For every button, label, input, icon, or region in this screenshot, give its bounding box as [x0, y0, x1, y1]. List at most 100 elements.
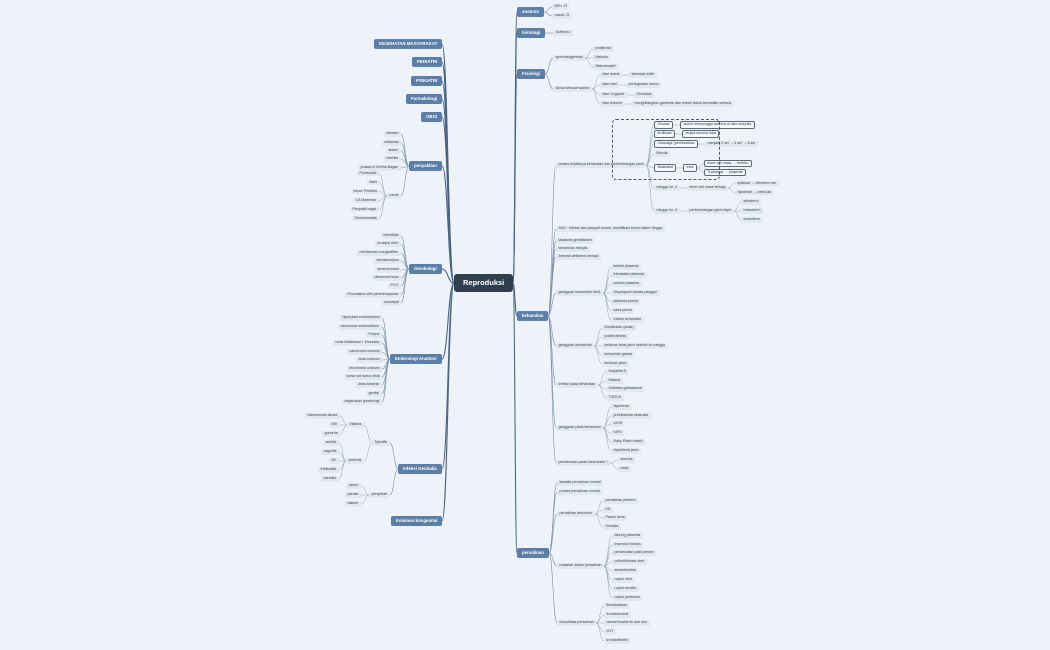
subtopic-abses[interactable]: abses — [386, 148, 401, 154]
subtopic-ruptur-perineum[interactable]: ruptur perineum — [612, 595, 643, 601]
main-topic-psikiatri[interactable]: PSIKIATRI — [411, 76, 443, 87]
subtopic-polimihidrasis-oteri[interactable]: polimihidrasis oteri — [612, 559, 647, 565]
subtopic-hipertiroid-janin[interactable]: Hipertiroid janin — [611, 448, 641, 454]
subtopic-endoderm[interactable]: endoderm — [741, 217, 763, 223]
subtopic-abortus[interactable]: abortus — [618, 457, 635, 463]
subtopic-kd[interactable]: KD — [603, 507, 613, 513]
subtopic-spermatogenesis[interactable]: spermatogenesis — [553, 55, 586, 61]
subtopic-biv[interactable]: BIV — [329, 422, 340, 428]
subtopic-parasit[interactable]: parasit — [345, 492, 361, 498]
subtopic-vasa-previa[interactable]: vasa previa — [611, 308, 635, 314]
subtopic-dismenorrhoea[interactable]: dismenorrhoea — [372, 275, 401, 281]
subtopic-hiperemis[interactable]: hiperemis — [611, 404, 632, 410]
subtopic-partus-lama[interactable]: Partus lama — [603, 515, 628, 521]
subtopic-hepatitis-b[interactable]: Hepatitis B — [606, 369, 629, 375]
main-topic-embriologi-anatomi[interactable]: Embriologi Anatomi — [390, 354, 442, 365]
subtopic-inflamasi[interactable]: inflamasi — [382, 140, 402, 146]
subtopic-infeksi-kehamilan[interactable]: Infeksi kehamilan — [611, 317, 644, 323]
subtopic-stimulasi-tubih[interactable]: stimulasi tubih — [629, 72, 657, 78]
subtopic-fertilisasi[interactable]: fertilisasi — [654, 130, 675, 138]
subtopic-proses-persalinan-normal[interactable]: proses persalinan normal — [557, 489, 603, 495]
subtopic-tasawnis-greokitasim[interactable]: tasawnis greokitasim — [556, 238, 595, 244]
subtopic-inea[interactable]: Inea — [683, 164, 697, 172]
subtopic-prolapsi-uteri[interactable]: prolapsi uteri — [375, 241, 401, 247]
subtopic-polyne[interactable]: Polyne — [366, 332, 382, 338]
subtopic-penolakina-skin-perimenopause[interactable]: Penolakina skin perimenopause — [345, 292, 401, 298]
subtopic-klinikalifis[interactable]: Klinikalifis — [318, 467, 339, 473]
subtopic-menjadi-2-sel-4-sel-8-sel[interactable]: menjadi 2 sel → 4 sel → 8 sel — [705, 141, 758, 147]
subtopic-solusio-plasenta[interactable]: solusio plasenta — [611, 281, 642, 287]
subtopic-inkoonensis-abuse[interactable]: Inkoonensis abuse — [305, 413, 340, 419]
subtopic-gonorhe[interactable]: gonorhe — [322, 431, 341, 437]
subtopic-minggu-ke-3[interactable]: minggu ke -3 — [654, 208, 680, 214]
main-topic-histologi[interactable]: histologi — [517, 28, 546, 39]
subtopic-infrakatan-plasenta[interactable]: Infrakatan plasenta — [611, 272, 647, 278]
subtopic-pendoxide[interactable]: Pendoxide — [357, 170, 379, 177]
subtopic-sindilis[interactable]: sindilis — [323, 440, 339, 446]
main-topic-obgi[interactable]: OBGI — [421, 112, 443, 123]
subtopic-fase-tedonur[interactable]: fase tedonur — [600, 101, 625, 107]
subtopic-tandala-persalinan-normal[interactable]: tandala persalinan normal — [557, 480, 604, 486]
subtopic-bakteri[interactable]: bakteri — [345, 501, 361, 507]
subtopic-kelahir-plasenta[interactable]: kelahir plasenta — [611, 264, 642, 270]
subtopic-fase-lutel[interactable]: fase lutel — [600, 82, 620, 88]
subtopic-konsepal[interactable]: konsepal — [382, 300, 402, 306]
subtopic-tumor-phobbla[interactable]: tumor Phobbla — [351, 188, 380, 195]
subtopic-tumor[interactable]: tumor — [387, 193, 402, 199]
subtopic-cleavage-pembelahan[interactable]: Cleavage (pembelahan — [654, 140, 699, 148]
subtopic-maturamatel[interactable]: Maturamatel — [593, 64, 618, 70]
subtopic-pco[interactable]: PCO — [388, 283, 401, 289]
subtopic-mola-hidatidosa-khoriokia[interactable]: mola hidatidosa + khoriokia — [333, 340, 382, 346]
subtopic-fase-ovglanik[interactable]: fase Ovglanik — [600, 92, 627, 98]
subtopic-bph[interactable]: BPH -Ő — [552, 4, 570, 10]
subtopic-pendarahan-pada-trisemester-i[interactable]: pendarahan pada trisemester I — [556, 460, 610, 466]
subtopic-masalah-dalam-persalinan[interactable]: masalah dalam persalinan — [557, 563, 604, 569]
subtopic-proses-terjadinya-kehamilan-dan-perkemba[interactable]: proses terjadinya kehamilan dan perkemba… — [556, 162, 647, 168]
subtopic-kista-ovarium[interactable]: kista ovarium — [356, 357, 383, 363]
subtopic-tromboflebitis[interactable]: tromboflebitis — [604, 638, 631, 644]
main-topic-kesehatan-masyarakat[interactable]: KESEHATAN MASYARAKAT — [374, 39, 443, 50]
subtopic-dvt[interactable]: DVT — [604, 629, 617, 635]
subtopic-hematocolpos[interactable]: hematocolpos — [374, 258, 402, 264]
subtopic-demam[interactable]: demam — [384, 131, 401, 137]
subtopic-morula[interactable]: Morula — [654, 151, 670, 157]
subtopic-anemia-defisiensi-ternasi[interactable]: Anemia defisiensi ternasi — [556, 254, 601, 260]
main-topic-kelainan-kongenital[interactable]: Kelainan kongenital — [391, 516, 443, 527]
subtopic-perkembangan-germ-layer[interactable]: perkembangan germ layer — [687, 208, 734, 214]
subtopic-minggu-ke-2[interactable]: minggu ke -2 — [654, 185, 680, 191]
main-topic-penyakitan[interactable]: penyakitan — [409, 161, 442, 172]
subtopic-inner-cell-mass-terbagi[interactable]: inner cell mass terbagi — [687, 185, 728, 191]
subtopic-distosia[interactable]: Distosia — [603, 524, 621, 530]
main-topic-pediatri[interactable]: PEDIATRI — [412, 57, 443, 68]
subtopic-ovaria[interactable]: ovaria -Ő — [552, 13, 572, 19]
subtopic-ovulasi[interactable]: Ovulasi — [654, 121, 673, 129]
subtopic-bahi[interactable]: Bahi — [367, 179, 380, 186]
subtopic-menfanmen-bungkatifen[interactable]: menfanmen bungkatifen — [357, 250, 401, 256]
subtopic-amniotomikia[interactable]: amniotomikia — [612, 568, 639, 574]
subtopic-kelainan-letak-janin-setelah-tiu-minggu[interactable]: kelainan letak janin setelah tiu minggu — [602, 343, 668, 349]
subtopic-tumor-sel-tumor-kista[interactable]: tumor sel tumor kista — [344, 374, 383, 380]
subtopic-ruptur-serviks[interactable]: ruptur serviks — [612, 586, 639, 592]
subtopic-jamur[interactable]: jamur — [347, 483, 361, 489]
subtopic-ca-mammae[interactable]: CA Mammae — [353, 197, 379, 204]
subtopic-penyebab[interactable]: penyebab — [369, 492, 390, 498]
subtopic-inversion-fandus[interactable]: Inversion fandus — [612, 542, 644, 548]
subtopic-penyakit-kagat[interactable]: Penyakit kagat — [350, 206, 379, 213]
subtopic-ginekomastia[interactable]: Ginekomastia — [352, 215, 379, 222]
subtopic-fase-antral[interactable]: fase antral — [600, 72, 622, 78]
subtopic-persalinan-abnormal[interactable]: persalinan abnormal — [557, 511, 595, 517]
main-topic-infeksi-genitalia[interactable]: Infeksi Genitalia — [398, 464, 442, 475]
subtopic-hemorrhoalda-lin-dan-dun[interactable]: hemorrhoalda lin dan dun — [604, 620, 650, 626]
subtopic-pendarahan-post-partum[interactable]: pendarahan post partum — [612, 550, 657, 556]
subtopic-kehamilan-ganda[interactable]: kehamilan ganda — [602, 352, 635, 358]
subtopic-infeksi-pada-kehamilan[interactable]: Infeksi pada kehamilan — [556, 382, 598, 388]
subtopic-kista-kelamin[interactable]: kista kelamin — [356, 382, 382, 388]
subtopic-hipoblast-extra-lab[interactable]: hipoblast → extra lab — [735, 189, 774, 196]
subtopic-preeklamsia-eklamsia[interactable]: preeklamsia eklamsia — [611, 413, 651, 419]
subtopic-sistemik[interactable]: sistemik — [346, 458, 364, 464]
subtopic-anc-infeksi-dan-pasupet-bumin-identifika[interactable]: ANC : Infeksi dan pasupet bumin, identif… — [556, 226, 665, 232]
subtopic-carcinoma-ovarium[interactable]: carcinoma ovarium — [347, 349, 383, 355]
subtopic-torch[interactable]: TORCH — [606, 395, 624, 401]
subtopic-hiperplasi-endometrium[interactable]: hiperplasi endometrium — [340, 315, 383, 321]
subtopic-prasad-uretha-bagae[interactable]: prasad & Uretha Bagae — [358, 165, 401, 171]
